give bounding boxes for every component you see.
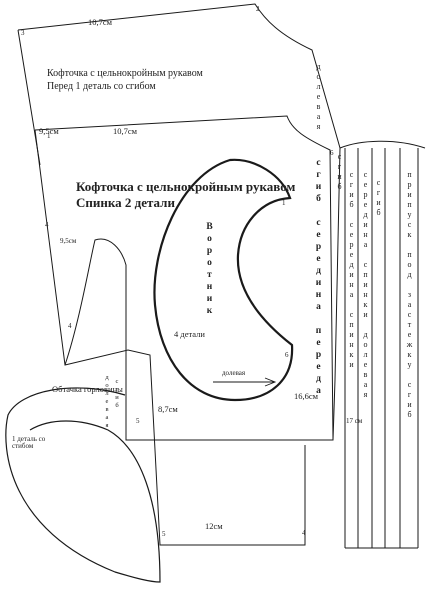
collar-grain-label: долевая bbox=[222, 369, 246, 377]
collar-outline bbox=[153, 158, 294, 402]
front-depth-label: 16,6см bbox=[294, 391, 319, 401]
marker: 4 bbox=[45, 221, 49, 229]
strip-top-cap bbox=[339, 140, 426, 149]
back-sleeve-label: 9,5см bbox=[60, 237, 77, 245]
marker: 1 bbox=[47, 132, 51, 140]
marker: 5 bbox=[162, 530, 166, 538]
collar-grain-arrow bbox=[213, 377, 277, 387]
front-title: Кофточка с цельнокройным рукавом bbox=[47, 68, 203, 79]
collar-name: Воротник bbox=[204, 222, 215, 318]
front-grain-label: долевая bbox=[314, 62, 323, 132]
marker: 6 bbox=[330, 149, 334, 157]
back-waist-label: 8,7см bbox=[158, 404, 178, 414]
back-title: Кофточка с цельнокройным рукавом bbox=[76, 179, 296, 194]
marker: 2 bbox=[256, 5, 260, 13]
strip2-label: середина спинки долевая bbox=[361, 170, 370, 400]
back-subtitle: Спинка 2 детали bbox=[76, 195, 175, 210]
back-fold-label: сгиб bbox=[335, 152, 344, 192]
back-hem-label: 12см bbox=[205, 521, 223, 531]
neck-facing-grain-label: долевая bbox=[103, 374, 111, 430]
marker: 4 bbox=[302, 529, 306, 537]
neck-facing-title-line: Обтачка горловины bbox=[52, 384, 123, 394]
back-piece-outline bbox=[34, 115, 334, 546]
strip4-label: припуск под застежку сгиб bbox=[405, 170, 414, 420]
neck-facing-count: 1 деталь со стибом bbox=[12, 435, 46, 450]
neck-facing-fold-label: сгиб bbox=[113, 378, 121, 410]
marker: 6 bbox=[285, 351, 289, 359]
back-side-label: 9,5см bbox=[39, 126, 59, 136]
marker: 4 bbox=[68, 322, 72, 330]
front-fold-label: сгиб середина переда bbox=[313, 158, 324, 398]
front-width-label: 10,7см bbox=[88, 17, 113, 27]
strip3-label: сгиб bbox=[374, 178, 383, 218]
back-width-label: 10,7см bbox=[113, 126, 138, 136]
front-subtitle: Перед 1 деталь со сгибом bbox=[47, 81, 156, 92]
strip-outlines bbox=[344, 148, 419, 549]
collar-count: 4 детали bbox=[174, 329, 205, 339]
marker: 1 bbox=[282, 199, 286, 207]
strip1-label: сгиб середина спинки bbox=[347, 170, 356, 370]
strip-length-label: 17 см bbox=[346, 417, 363, 425]
marker: 5 bbox=[136, 417, 140, 425]
neck-facing-outline bbox=[5, 387, 161, 583]
marker: 3 bbox=[21, 29, 25, 37]
